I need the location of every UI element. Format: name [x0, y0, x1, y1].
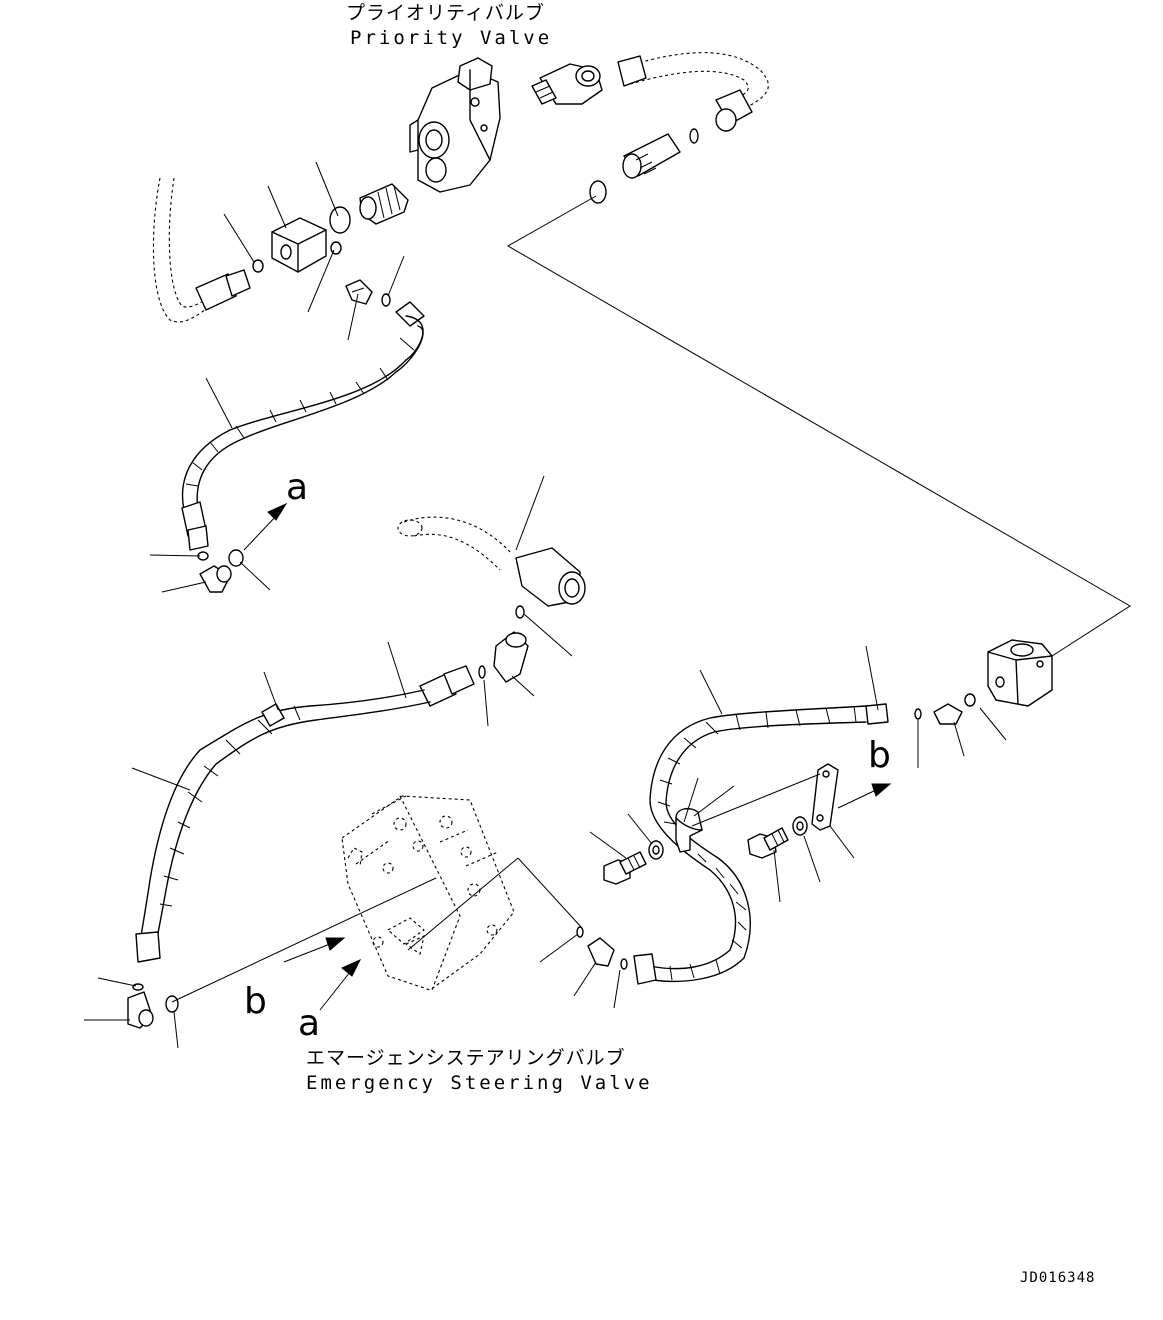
drawing-code: JD016348 — [1020, 1270, 1096, 1286]
view-b-marker-right: b — [868, 735, 891, 776]
connector-fitting — [589, 128, 699, 204]
hose-clamp — [675, 807, 703, 853]
connection-guide-lines — [171, 195, 1131, 1003]
left-long-hose — [135, 665, 475, 963]
lower-elbow-fitting — [576, 926, 628, 970]
left-hose-dashed — [152, 177, 251, 323]
straight-fitting-left — [329, 183, 409, 234]
upper-hose-dashed — [617, 52, 769, 132]
bolt-right — [747, 827, 789, 859]
valve-port-adapter — [531, 63, 603, 105]
elbow-fitting-left — [197, 549, 244, 593]
view-arrows — [243, 502, 892, 1011]
emergency-steering-valve-label-jp: エマージェンシステアリングバルブ — [306, 1047, 626, 1069]
view-a-marker-upper: a — [286, 467, 309, 508]
mid-elbow-fitting — [478, 631, 529, 683]
bolt-left — [603, 851, 647, 885]
view-a-marker-lower: a — [298, 1003, 321, 1044]
view-b-marker-left: b — [244, 981, 267, 1022]
mounting-bracket — [811, 763, 839, 831]
right-elbow-fitting — [914, 703, 963, 725]
washer-right — [792, 816, 808, 836]
right-block-valve — [964, 639, 1053, 707]
priority-valve-label-jp: プライオリティバルブ — [346, 2, 545, 24]
right-long-hose — [633, 703, 889, 985]
junction-block — [252, 217, 342, 273]
emergency-steering-valve — [341, 795, 515, 991]
dashed-pipe-mid — [397, 516, 586, 619]
elbow-small-fitting — [345, 279, 391, 307]
leader-lines — [84, 161, 1007, 1049]
priority-valve-label-en: Priority Valve — [350, 27, 553, 49]
left-elbow-lower — [127, 983, 179, 1029]
upper-left-hose — [181, 301, 425, 551]
emergency-steering-valve-label-en: Emergency Steering Valve — [306, 1072, 653, 1094]
washer-left — [648, 840, 664, 860]
priority-valve — [409, 57, 501, 193]
